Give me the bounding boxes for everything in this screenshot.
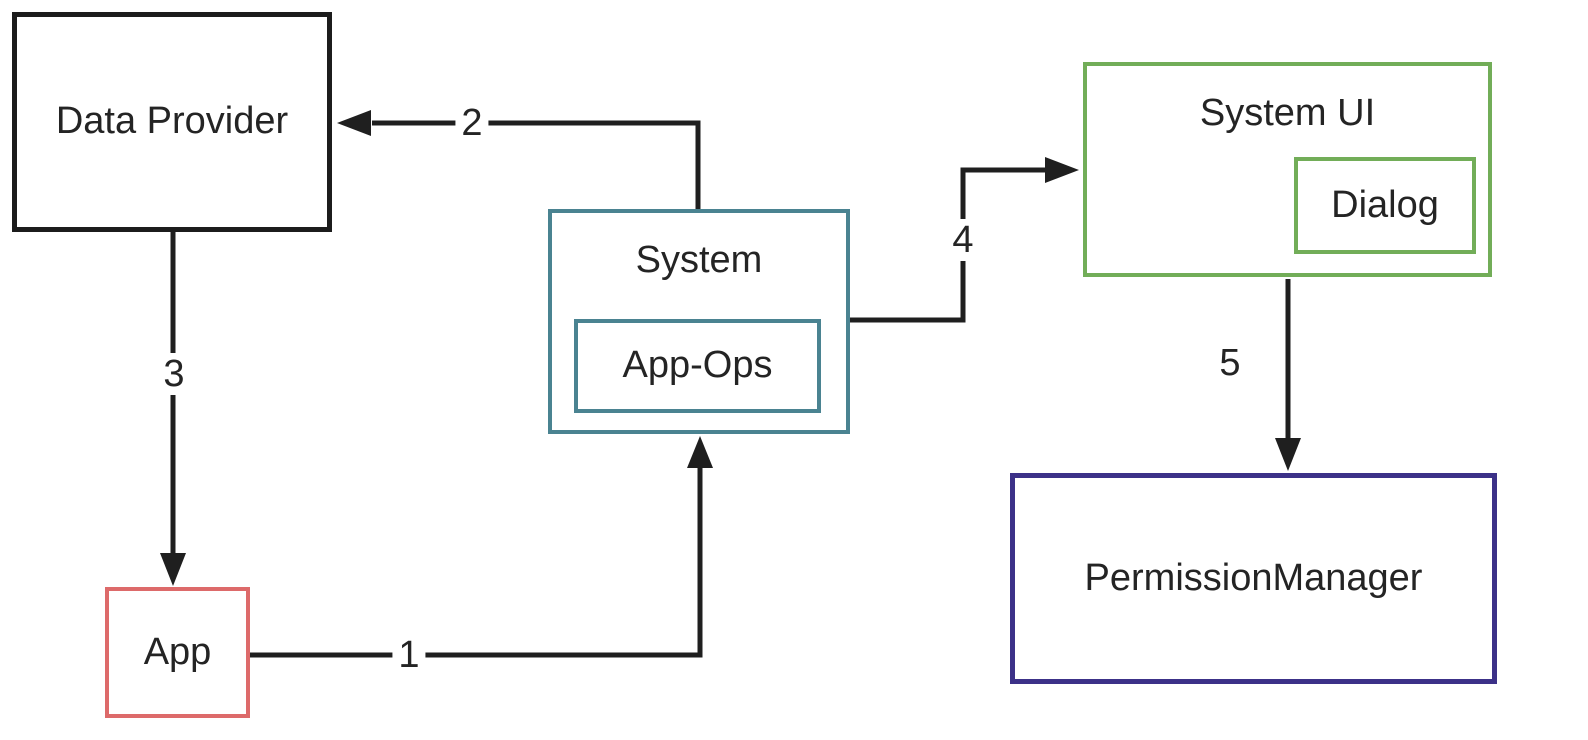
- node-permission-manager-label: PermissionManager: [1084, 556, 1423, 599]
- node-system: System App-Ops: [548, 209, 850, 434]
- node-dialog-label: Dialog: [1331, 183, 1439, 226]
- edge-label-3: 3: [157, 353, 191, 395]
- node-app-label: App: [143, 630, 212, 673]
- node-app-ops-label: App-Ops: [622, 344, 773, 387]
- edge-system-to-data-provider: [337, 110, 701, 211]
- node-data-provider-label: Data Provider: [55, 100, 289, 143]
- node-app: App: [105, 587, 250, 718]
- node-system-ui: System UI Dialog: [1083, 62, 1492, 277]
- node-dialog: Dialog: [1294, 157, 1476, 254]
- node-app-ops: App-Ops: [574, 319, 821, 413]
- edge-label-5: 5: [1213, 342, 1247, 384]
- node-permission-manager: PermissionManager: [1010, 473, 1497, 684]
- node-system-label: System: [635, 239, 763, 281]
- edge-label-2: 2: [455, 102, 489, 144]
- edge-label-4: 4: [946, 219, 980, 261]
- edge-app-to-system: [250, 436, 713, 658]
- edge-system-ui-to-permission-manager: [1275, 279, 1301, 471]
- edge-label-1: 1: [392, 634, 426, 676]
- edge-data-provider-to-app: [160, 232, 186, 586]
- node-system-ui-label: System UI: [1199, 92, 1376, 134]
- node-data-provider: Data Provider: [12, 12, 332, 232]
